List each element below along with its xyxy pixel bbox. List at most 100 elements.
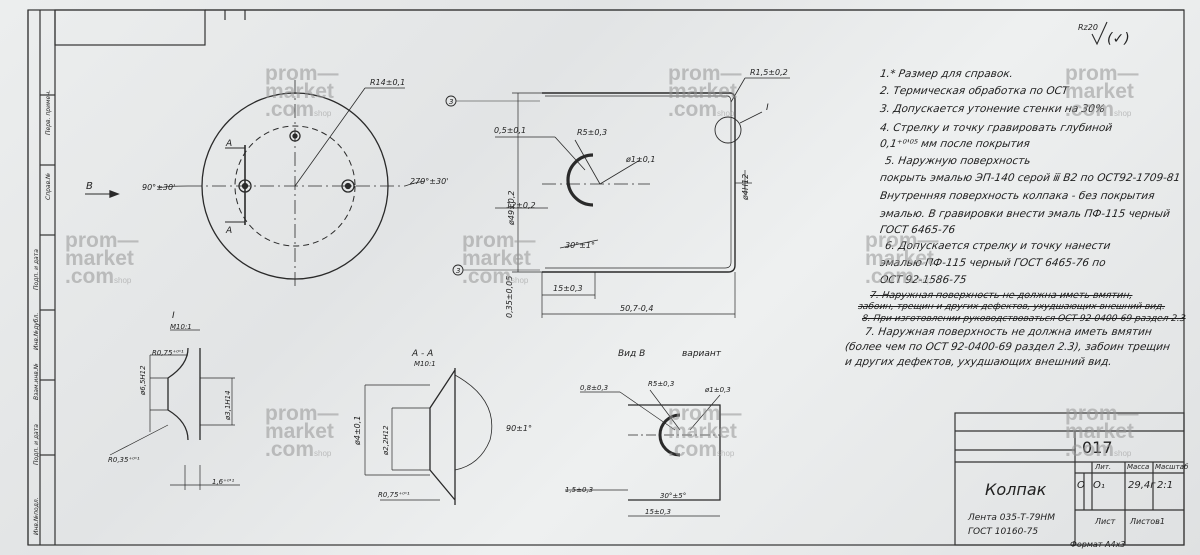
watermark: prom—market.comshop (65, 229, 139, 288)
col-scale: Масштаб (1155, 463, 1189, 471)
format-label: Формат А4х3 (1070, 540, 1126, 549)
front-view-labels: R14±0,1 90°±30' 270°±30' А А В (86, 78, 448, 236)
roughness-symbol: Rz20 (1078, 23, 1098, 32)
d1b-label: ø1±0,3 (704, 386, 731, 394)
note-line: 1.* Размер для справок. (879, 68, 1014, 80)
angle-90-label: 90°±30' (142, 183, 175, 192)
part-name: Колпак (985, 480, 1047, 499)
detail-i-scale: M10:1 (170, 323, 192, 331)
col-mass: Масса (1127, 463, 1150, 471)
top-left-stamp (54, 9, 206, 46)
note-line-struck: 7. Наружная поверхность не должна иметь … (869, 290, 1134, 301)
ang90-label: 90±1° (506, 424, 532, 433)
d2h12-label: ø2,2H12 (382, 425, 390, 456)
callout-3-bottom: 3 (456, 267, 460, 275)
note-line: (более чем по ОСТ 92-0400-69 раздел 2.3)… (844, 341, 1171, 353)
watermark: prom—market.comshop (265, 62, 339, 121)
document-number: 017 (1082, 438, 1113, 457)
section-view (445, 77, 790, 318)
detail-i-view (109, 329, 240, 490)
watermark: prom—market.comshop (265, 402, 339, 461)
section-a-labels: А - А М10:1 ø4±0,1 ø2,2H12 90±1° R0,75⁺⁰… (353, 349, 532, 499)
sheets-label: Листов1 (1130, 517, 1165, 526)
d4-label: ø4±0,1 (353, 416, 362, 446)
sheet-label: Лист (1095, 517, 1116, 526)
mass-value: 29,4г (1128, 480, 1156, 491)
front-view (85, 80, 426, 290)
watermark: prom—market.comshop (668, 62, 742, 121)
detail-i-labels: I M10:1 R0,75⁺⁰'¹ ø6,5H12 ø3,1H14 R0,35⁺… (108, 311, 235, 486)
roughness-mark: Rz20 (✓) (1078, 21, 1130, 47)
d05-label: 0,5±0,1 (494, 126, 526, 135)
section-a-top: А (225, 139, 232, 149)
lit-1: О (1077, 480, 1085, 491)
d1-label: ø1±0,1 (625, 155, 655, 164)
note-line: 0,1⁺⁰'⁰⁵ мм после покрытия (879, 138, 1031, 150)
note-line: 7. Наружная поверхность не должна иметь … (864, 326, 1153, 338)
watermark: prom—market.comshop (462, 229, 536, 288)
r035-label: R0,35⁺⁰'¹ (108, 456, 140, 464)
note-line: эмалью. В гравировки внести эмаль ПФ-115… (879, 208, 1171, 220)
d15b-label: 1,5±0,3 (565, 486, 593, 494)
ang30b-label: 30°±5° (660, 492, 686, 500)
note-line: 2. Термическая обработка по ОСТ (879, 85, 1070, 97)
r53-label: R5±0,3 (648, 380, 674, 388)
d08-label: 0,8±0,3 (580, 384, 608, 392)
side-label: Справ.№ (45, 173, 52, 200)
d65-label: ø6,5H12 (139, 365, 147, 396)
material-line-2: ГОСТ 10160-75 (968, 527, 1039, 537)
roughness-tail: (✓) (1107, 31, 1130, 47)
side-label: Подп. и дата (33, 424, 40, 465)
lit-2: О₁ (1093, 480, 1105, 491)
note-line: 5. Наружную поверхность (884, 155, 1032, 167)
section-view-labels: R1,5±0,2 0,5±0,1 R5±0,3 ø1±0,1 12±0,2 30… (449, 68, 788, 318)
note-line: 4. Стрелку и точку гравировать глубиной (879, 122, 1114, 134)
variant-label: вариант (682, 349, 722, 359)
side-label: Подп. и дата (33, 249, 40, 290)
detail-i-title: I (172, 311, 175, 321)
side-label: Перв. примен. (45, 90, 52, 135)
side-label: Взам.инв.№ (33, 363, 40, 400)
d035-label: 0,35±0,05 (505, 276, 514, 318)
view-b-mark: В (86, 181, 93, 192)
note-line: Внутренняя поверхность колпака - без пок… (879, 190, 1156, 202)
d16-label: 1,6⁺⁰'¹ (212, 478, 235, 486)
side-label: Инв.№дубл. (33, 313, 40, 350)
scale-value: 2:1 (1157, 480, 1174, 491)
side-label: Инв.№подл. (33, 497, 40, 535)
r15-label: R1,5±0,2 (750, 68, 788, 77)
title-block (954, 412, 1185, 546)
note-line-struck: забоин, трещин и других дефектов, ухудша… (857, 302, 1166, 312)
view-b-title: Вид В (618, 349, 645, 359)
note-line-struck: 8. При изготовлении руководствоваться ОС… (861, 314, 1187, 324)
note-line: и других дефектов, ухудшающих внешний ви… (844, 356, 1113, 368)
col-lit: Лит. (1095, 463, 1112, 471)
view-b-labels: Вид В вариант 0,8±0,3 R5±0,3 ø1±0,3 1,5±… (565, 349, 731, 516)
dia49-label: ø49±0,2 (507, 191, 516, 227)
section-a-scale: М10:1 (414, 360, 436, 368)
detail-i-mark: I (766, 103, 769, 113)
d4h12-label: ø4H12 (741, 174, 750, 201)
angle-270-label: 270°±30' (410, 177, 448, 186)
ang30-label: 30°±1° (565, 241, 595, 250)
d31-label: ø3,1H14 (224, 390, 232, 421)
section-a-view (364, 368, 493, 505)
d507-label: 50,7-0,4 (620, 304, 653, 313)
callout-3-top: 3 (449, 98, 453, 106)
note-line: покрыть эмалью ЭП-140 серой ⅲ В2 по ОСТ9… (879, 172, 1182, 184)
side-margin-labels: Инв.№подл. Подп. и дата Взам.инв.№ Инв.№… (33, 90, 52, 535)
material-line-1: Лента 035-Т-79НМ (968, 513, 1055, 523)
watermark: prom—market.comshop (865, 229, 939, 288)
r075b-label: R0,75⁺⁰'¹ (378, 491, 410, 499)
r075a-label: R0,75⁺⁰'¹ (152, 349, 184, 357)
d12-label: 12±0,2 (506, 201, 536, 210)
d15-label: 15±0,3 (553, 284, 583, 293)
section-a-bottom: А (225, 226, 232, 236)
section-a-title: А - А (411, 349, 433, 359)
radius-label: R14±0,1 (370, 78, 405, 87)
r5-label: R5±0,3 (577, 128, 607, 137)
watermark: prom—market.comshop (668, 402, 742, 461)
d153-label: 15±0,3 (645, 508, 671, 516)
